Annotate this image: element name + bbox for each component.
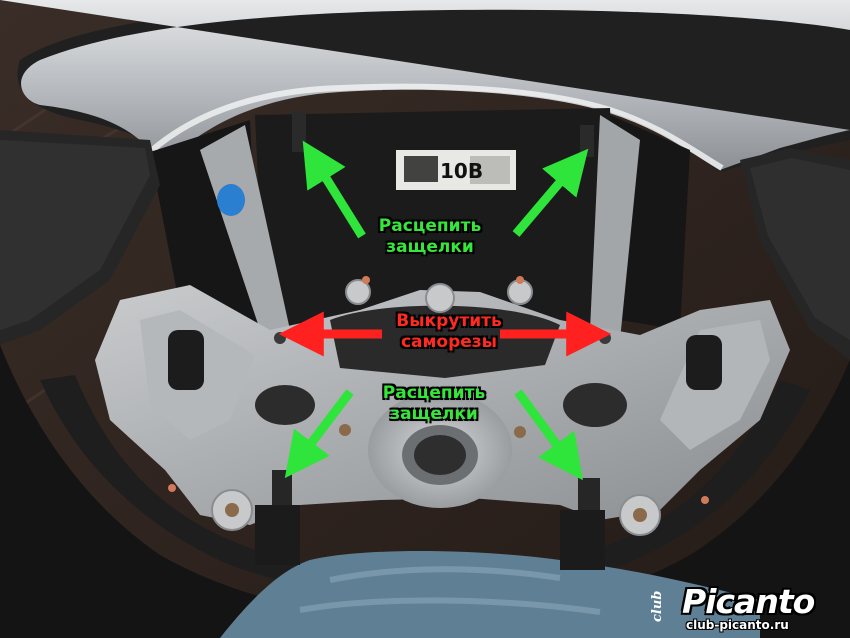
label-line: Расцепить	[382, 383, 486, 403]
label-line: Расцепить	[378, 216, 482, 236]
label-line: защелки	[386, 237, 474, 257]
label-line: саморезы	[400, 332, 498, 352]
blue-sticker	[217, 184, 245, 216]
green-arrow-top-right	[512, 148, 589, 237]
green-arrow-bottom-left	[284, 389, 354, 479]
green-arrow-bottom-right	[514, 389, 583, 481]
label-unscrew-screws: Выкрутить саморезы	[386, 311, 512, 353]
label-unclip-latches-bottom: Расцепить защелки	[376, 383, 492, 425]
watermark-logo: club Picanto club-picanto.ru	[650, 582, 846, 636]
label-unclip-latches-top: Расцепить защелки	[372, 216, 488, 258]
sticker-text: 10B	[440, 159, 483, 183]
wheel-lower-grip	[0, 345, 850, 638]
watermark-url: club-picanto.ru	[686, 618, 789, 632]
label-line: Выкрутить	[396, 311, 502, 331]
watermark-brand: Picanto	[682, 582, 815, 621]
label-line: защелки	[390, 404, 478, 424]
watermark-club: club	[650, 590, 665, 622]
green-arrow-top-left	[302, 140, 366, 239]
part-label-sticker: 10B	[396, 150, 516, 190]
